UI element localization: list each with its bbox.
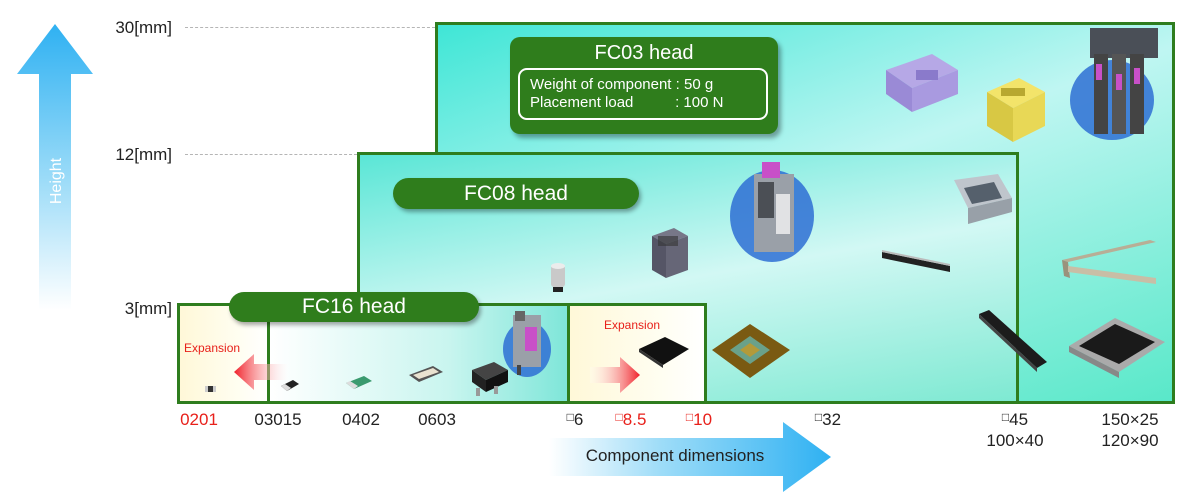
chip-0603-icon <box>409 366 443 382</box>
y-tick-12mm: 12[mm] <box>115 145 172 164</box>
y-tick-30mm: 30[mm] <box>115 18 172 37</box>
power-ic-icon <box>472 362 508 396</box>
height-arrow: Height <box>15 22 95 312</box>
expansion-left-label: Expansion <box>184 341 241 355</box>
expansion-right-label: Expansion <box>604 318 661 332</box>
fc08-head-machine-icon <box>730 162 814 262</box>
x-tick-120x90: 120×90 <box>1101 431 1159 450</box>
x-tick-sq32: □32 <box>814 410 842 429</box>
chip-0402-icon <box>346 376 372 389</box>
guide-12mm <box>185 154 357 155</box>
capacitor-icon <box>551 263 565 292</box>
socket-icon <box>652 228 688 278</box>
lilac-connector-icon <box>886 54 958 112</box>
x-tick-sq8-5: □8.5 <box>615 410 647 429</box>
yellow-connector-icon <box>987 78 1045 142</box>
dsub-connector-icon <box>954 174 1012 224</box>
chip-03015-icon <box>281 380 299 391</box>
x-tick-100x40: 100×40 <box>986 431 1044 450</box>
qfp-ic-icon <box>1069 318 1165 378</box>
square-symbol: □ <box>1001 410 1010 424</box>
x-tick-150x25: 150×25 120×90 <box>1085 410 1175 451</box>
square-symbol: □ <box>685 410 694 424</box>
x-tick-sq45: □45 100×40 <box>970 410 1060 451</box>
fc03-load: Placement load : 100 N <box>530 94 724 111</box>
x-tick-0402: 0402 <box>342 410 380 429</box>
right-axis-arrow-icon <box>549 422 831 492</box>
header-connector-icon <box>979 310 1047 372</box>
fc16-title: FC16 head <box>229 292 479 322</box>
left-arrow-icon <box>234 354 288 390</box>
square-symbol: □ <box>566 410 574 424</box>
square-symbol: □ <box>615 410 623 424</box>
x-tick-03015: 03015 <box>254 410 302 429</box>
fc03-title: FC03 head <box>594 42 694 64</box>
guide-30mm <box>185 27 435 28</box>
square-symbol: □ <box>814 410 823 424</box>
x-tick-0201: 0201 <box>180 410 218 429</box>
chip-0201-icon <box>205 386 216 392</box>
fc03-spec-box: Weight of component : 50 g Placement loa… <box>518 68 768 120</box>
fc03-head-machine-icon <box>1070 28 1158 140</box>
x-axis-label: Component dimensions <box>585 446 765 465</box>
fpc-connector-icon <box>882 250 950 272</box>
x-tick-sq6: □6 <box>566 410 584 429</box>
fc03-weight: Weight of component : 50 g <box>530 76 714 93</box>
bga-ic-icon <box>712 324 790 378</box>
x-tick-sq10: □10 <box>685 410 713 429</box>
y-tick-3mm: 3[mm] <box>124 299 172 318</box>
qfn-ic-icon <box>639 337 689 368</box>
height-label: Height <box>48 157 65 205</box>
fc08-title: FC08 head <box>393 178 639 209</box>
right-arrow-icon <box>590 357 640 393</box>
bracket-icon <box>1062 240 1156 284</box>
up-arrow-icon <box>17 24 93 310</box>
fc03-label-box: FC03 head Weight of component : 50 g Pla… <box>510 37 778 134</box>
x-tick-0603: 0603 <box>418 410 456 429</box>
fc16-head-machine-icon <box>503 311 551 377</box>
